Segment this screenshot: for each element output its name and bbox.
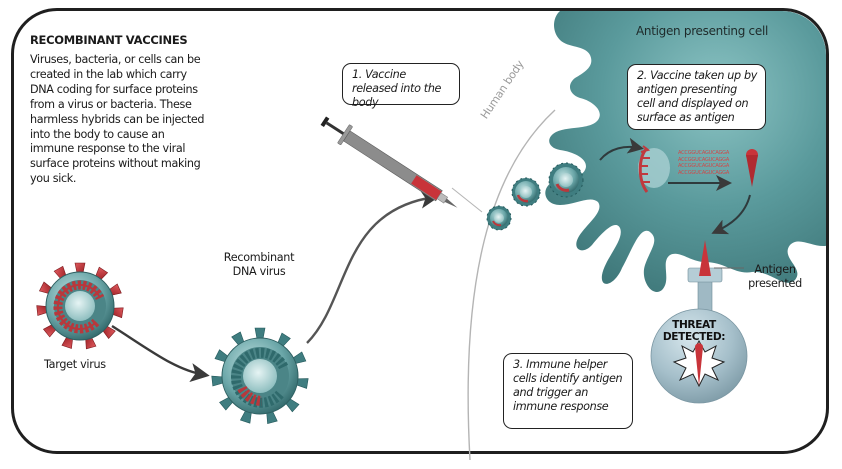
small-virus-icon bbox=[548, 162, 584, 198]
immune-helper-cell bbox=[650, 308, 748, 404]
antigen-presented-label: Antigen presented bbox=[748, 263, 802, 290]
syringe-icon bbox=[320, 116, 458, 208]
small-virus-icon bbox=[486, 205, 512, 231]
antigen-presenting-cell-label: Antigen presenting cell bbox=[636, 24, 769, 38]
rna-sequence-line: ACCGGUCAGUCAGGA bbox=[678, 163, 730, 169]
target-virus-label: Target virus bbox=[44, 358, 106, 371]
antigen-receptor-icon bbox=[687, 240, 744, 317]
human-body-boundary bbox=[467, 109, 556, 461]
arrow-to-surface bbox=[711, 194, 751, 235]
target-virus-icon bbox=[36, 262, 124, 350]
threat-detected-label: THREAT DETECTED: bbox=[662, 319, 726, 343]
recombinant-virus-icon bbox=[211, 327, 309, 425]
step-3-callout: 3. Immune helper cells identify antigen … bbox=[503, 353, 633, 429]
ribosome-icon bbox=[638, 145, 670, 193]
small-virus-icon bbox=[511, 177, 541, 207]
diagram-title: RECOMBINANT VACCINES bbox=[30, 33, 188, 47]
intro-paragraph: Viruses, bacteria, or cells can be creat… bbox=[30, 53, 205, 186]
rna-sequence-line: ACCGGUCAGUCAGGA bbox=[678, 169, 730, 176]
rna-sequence-line: ACCGGUCAGUCAGGA bbox=[678, 156, 730, 163]
recombinant-virus-label: Recombinant DNA virus bbox=[223, 251, 295, 278]
rna-sequence: ACCGGUCAGUCAGGA ACCGGUCAGUCAGGA ACCGGUCA… bbox=[678, 150, 729, 176]
arrow-target-to-recombinant bbox=[111, 324, 210, 383]
antigen-protein-icon bbox=[746, 149, 758, 187]
step-2-callout: 2. Vaccine taken up by antigen presentin… bbox=[627, 64, 766, 130]
step-1-callout: 1. Vaccine released into the body bbox=[342, 63, 460, 109]
arrow-uptake bbox=[599, 137, 644, 161]
rna-sequence-line: ACCGGUCAGUCAGGA bbox=[678, 150, 730, 156]
arrow-recombinant-to-syringe bbox=[306, 189, 440, 344]
